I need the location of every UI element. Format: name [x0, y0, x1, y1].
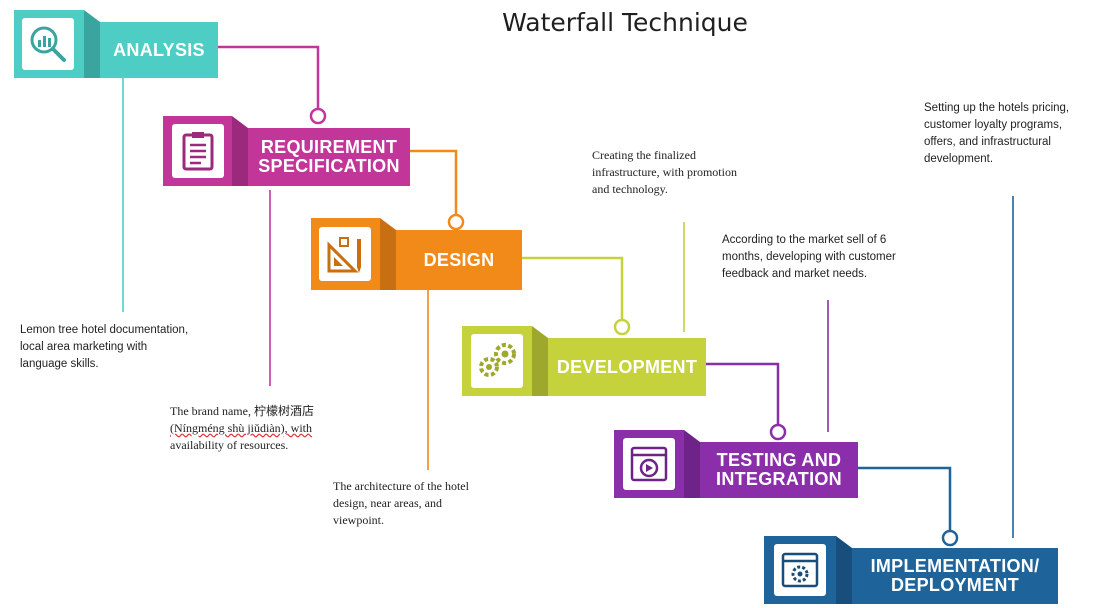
note-line: (Níngméng shù jiǔdiàn), with [170, 421, 312, 435]
note-development: Creating the finalized infrastructure, w… [592, 147, 792, 198]
junction-dot-2 [447, 213, 465, 231]
stage-implementation-label-1: IMPLEMENTATION/ [870, 556, 1040, 577]
connector-design [522, 256, 624, 327]
note-implementation: Setting up the hotels pricing, customer … [924, 100, 1094, 168]
stage-development: DEVELOPMENT [548, 338, 706, 396]
note-line: development. [924, 153, 994, 165]
note-line: and technology. [592, 182, 668, 196]
note-line: offers, and infrastructural [924, 136, 1051, 148]
note-line: viewpoint. [333, 513, 384, 527]
note-line: The brand name, 柠檬树酒店 [170, 404, 314, 418]
note-requirement: The brand name, 柠檬树酒店 (Níngméng shù jiǔd… [170, 403, 390, 454]
note-line: Lemon tree hotel documentation, [20, 324, 189, 336]
note-line: language skills. [20, 358, 99, 370]
junction-dot-5 [941, 529, 959, 547]
stage-testing-integration: TESTING AND INTEGRATION [700, 442, 858, 498]
stage-development-label: DEVELOPMENT [556, 356, 698, 377]
settings-window-icon [774, 544, 826, 596]
connector-testing [858, 466, 952, 538]
stage-analysis-label: ANALYSIS [113, 39, 205, 60]
note-testing: According to the market sell of 6 months… [722, 232, 952, 283]
stage-implementation-deployment: IMPLEMENTATION/ DEPLOYMENT [852, 548, 1058, 604]
magnifier-chart-icon [22, 18, 74, 70]
junction-dot-1 [309, 107, 327, 125]
note-line: infrastructure, with promotion [592, 165, 737, 179]
stage-requirement-label-1: REQUIREMENT [260, 137, 398, 158]
junction-dot-4 [769, 423, 787, 441]
note-line: feedback and market needs. [722, 268, 868, 280]
note-line: The architecture of the hotel [333, 479, 469, 493]
diagram-title: Waterfall Technique [502, 8, 748, 37]
note-line: availability of resources. [170, 438, 289, 452]
connector-analysis [218, 45, 320, 116]
note-line: design, near areas, and [333, 496, 442, 510]
stage-analysis: ANALYSIS [100, 22, 218, 78]
stage-testing-label-2: INTEGRATION [716, 469, 842, 489]
note-line: Creating the finalized [592, 148, 696, 162]
note-line: According to the market sell of 6 [722, 234, 887, 246]
connector-development [706, 362, 780, 432]
note-line: months, developing with customer [722, 251, 896, 263]
stage-design: DESIGN [396, 230, 522, 290]
gears-icon [471, 334, 523, 388]
drafting-tools-icon [319, 227, 371, 281]
stage-testing-label-1: TESTING AND [716, 450, 842, 471]
stage-requirement-label-2: SPECIFICATION [258, 156, 400, 176]
note-line: customer loyalty programs, [924, 119, 1063, 131]
junction-dot-3 [613, 318, 631, 336]
note-design: The architecture of the hotel design, ne… [333, 478, 533, 529]
stage-implementation-label-2: DEPLOYMENT [890, 575, 1019, 595]
stage-requirement-specification: REQUIREMENT SPECIFICATION [248, 128, 410, 186]
note-line: Setting up the hotels pricing, [924, 102, 1070, 114]
note-analysis: Lemon tree hotel documentation, local ar… [20, 322, 240, 373]
video-window-icon [623, 438, 675, 490]
note-line: local area marketing with [20, 341, 148, 353]
clipboard-icon [172, 124, 224, 178]
stage-design-label: DESIGN [423, 249, 495, 270]
connector-requirement [410, 149, 458, 222]
